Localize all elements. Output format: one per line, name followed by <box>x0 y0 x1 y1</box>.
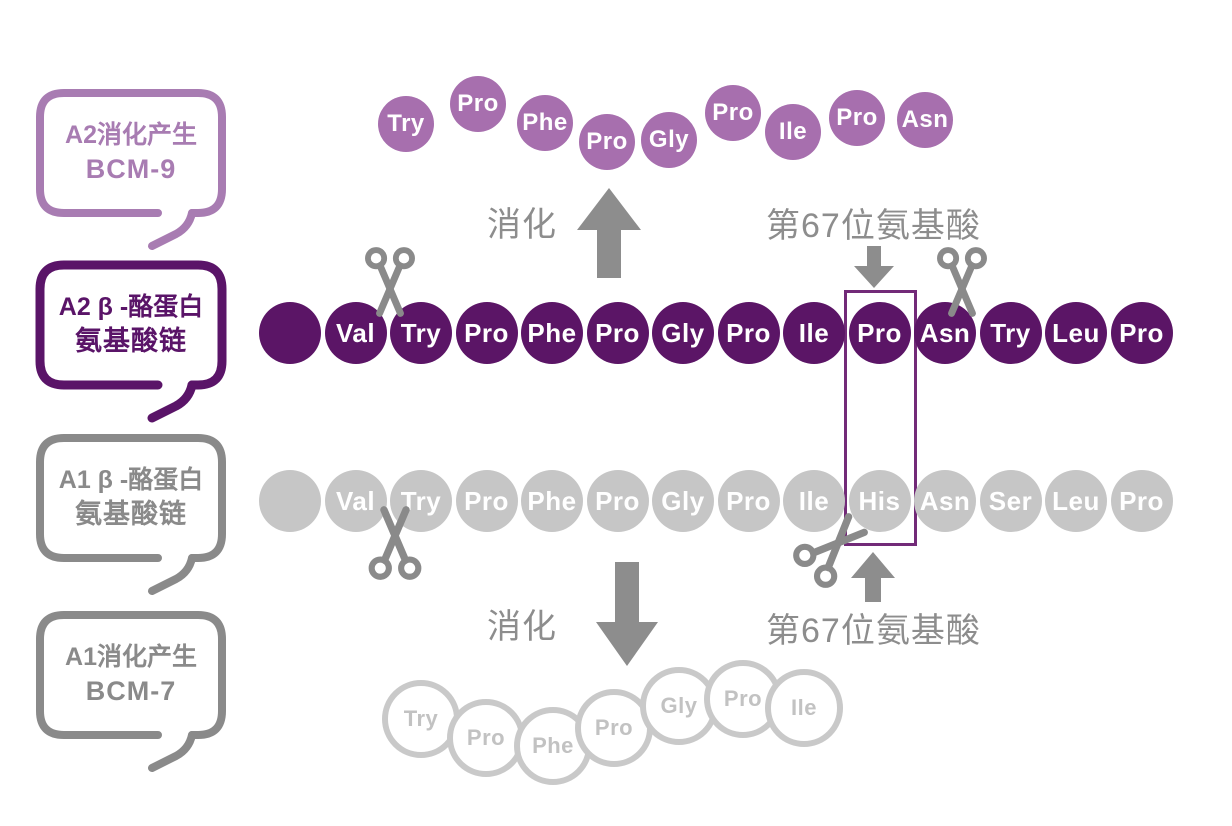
residue-bcm7-2-pro: Pro <box>447 699 525 777</box>
arrow-down-position67-icon <box>854 246 894 288</box>
residue-a1-4-pro: Pro <box>455 470 518 532</box>
residue-a1-14-pro: Pro <box>1110 470 1173 532</box>
scissors-blade <box>948 262 976 317</box>
bubble-label-a1-chain: A1 β -酪蛋白氨基酸链 <box>40 438 222 558</box>
residue-a1-10-his: His <box>848 470 911 532</box>
residue-a1-1-blank <box>259 470 321 532</box>
residue-a2-11-asn: Asn <box>914 302 976 364</box>
residue-a1-2-val: Val <box>324 470 387 532</box>
scissors-loop <box>937 247 960 270</box>
speech-bubble-outline <box>36 611 226 739</box>
residue-a2-5-phe: Phe <box>521 302 583 364</box>
position-67-label-top: 第67位氨基酸 <box>766 207 981 245</box>
residue-a2-13-leu: Leu <box>1045 302 1107 364</box>
speech-bubble-outline <box>36 89 226 217</box>
scissors-loop <box>813 564 838 588</box>
bubble-a1-chain-line1: A1 β -酪蛋白 <box>58 465 204 494</box>
arrow-down-digestion-icon <box>596 562 658 666</box>
residue-a1-5-phe: Phe <box>521 470 583 532</box>
scissors-icon <box>937 247 987 317</box>
scissors-blade <box>376 262 404 317</box>
bubble-label-a1-bcm7: A1消化产生 BCM-7 <box>40 615 222 735</box>
position-67-highlight-box <box>844 290 917 546</box>
residue-a1-9-ile: Ile <box>783 470 845 532</box>
residue-a1-6-pro: Pro <box>586 470 649 532</box>
speech-bubble-a2-chain <box>35 260 227 423</box>
residue-bcm7-5-gly: Gly <box>640 667 718 745</box>
scissors-icon <box>365 247 415 317</box>
residue-a1-12-ser: Ser <box>979 470 1042 532</box>
residue-bcm9-9-asn: Asn <box>897 92 953 148</box>
scissors-loop <box>964 247 987 270</box>
residue-bcm7-7-ile: Ile <box>765 669 843 747</box>
speech-bubble-outline <box>147 380 197 423</box>
scissors-loop <box>365 247 388 270</box>
bubble-a1-bcm7-line1: A1消化产生 <box>65 642 197 671</box>
position-67-label-bottom: 第67位氨基酸 <box>766 612 981 650</box>
residue-bcm9-2-pro: Pro <box>450 76 506 132</box>
residue-bcm9-7-ile: Ile <box>765 104 821 160</box>
speech-bubble-a1-bcm7 <box>36 611 226 772</box>
residue-a2-14-pro: Pro <box>1110 302 1173 364</box>
residue-a2-9-ile: Ile <box>783 302 845 364</box>
scissors-blade <box>824 513 853 572</box>
residue-a2-12-try: Try <box>979 302 1042 364</box>
speech-bubble-outline <box>36 434 226 562</box>
arrow-up-digestion-icon <box>577 188 641 278</box>
speech-bubble-outline <box>148 209 196 250</box>
scissors-loop <box>793 543 817 568</box>
residue-a2-4-pro: Pro <box>455 302 518 364</box>
residue-a2-7-gly: Gly <box>652 302 714 364</box>
residue-a2-2-val: Val <box>324 302 387 364</box>
residue-bcm9-1-try: Try <box>378 96 434 152</box>
residue-a2-1-blank <box>259 302 321 364</box>
residue-bcm9-8-pro: Pro <box>829 90 885 146</box>
bubble-a2-chain-line1: A2 β -酪蛋白 <box>58 292 204 321</box>
bubble-a1-bcm7-line2: BCM-7 <box>85 676 177 707</box>
residue-bcm9-4-pro: Pro <box>579 114 635 170</box>
digestion-label-bottom: 消化 <box>487 608 557 646</box>
speech-bubble-a2-bcm9 <box>36 89 226 250</box>
scissors-loop <box>392 247 415 270</box>
bubble-label-a2-bcm9: A2消化产生 BCM-9 <box>40 93 222 213</box>
bubble-a2-bcm9-line1: A2消化产生 <box>65 120 197 149</box>
residue-a2-6-pro: Pro <box>586 302 649 364</box>
residue-bcm9-6-pro: Pro <box>705 85 761 141</box>
speech-bubble-outline <box>35 260 227 390</box>
residue-a1-13-leu: Leu <box>1045 470 1107 532</box>
scissors-icon <box>368 506 422 580</box>
residue-bcm9-5-gly: Gly <box>641 112 697 168</box>
scissors-icon <box>793 513 868 588</box>
residue-a1-7-gly: Gly <box>652 470 714 532</box>
residue-a2-8-pro: Pro <box>717 302 780 364</box>
bubble-a1-chain-line2: 氨基酸链 <box>75 499 187 530</box>
bubble-a2-bcm9-line2: BCM-9 <box>85 154 177 185</box>
residue-a1-8-pro: Pro <box>717 470 780 532</box>
scissors-loop <box>398 556 422 580</box>
speech-bubble-outline <box>148 554 196 595</box>
arrow-up-position67-icon <box>851 552 895 602</box>
residue-bcm9-3-phe: Phe <box>517 95 573 151</box>
speech-bubble-a1-chain <box>36 434 226 595</box>
speech-bubble-outline <box>148 731 196 772</box>
bubble-a2-chain-line2: 氨基酸链 <box>75 326 187 357</box>
residue-a1-11-asn: Asn <box>914 470 976 532</box>
scissors-loop <box>368 556 392 580</box>
scissors-blade <box>380 506 410 564</box>
residue-a2-10-pro: Pro <box>848 302 911 364</box>
bubble-label-a2-chain: A2 β -酪蛋白氨基酸链 <box>40 265 222 385</box>
digestion-label-top: 消化 <box>487 206 557 244</box>
